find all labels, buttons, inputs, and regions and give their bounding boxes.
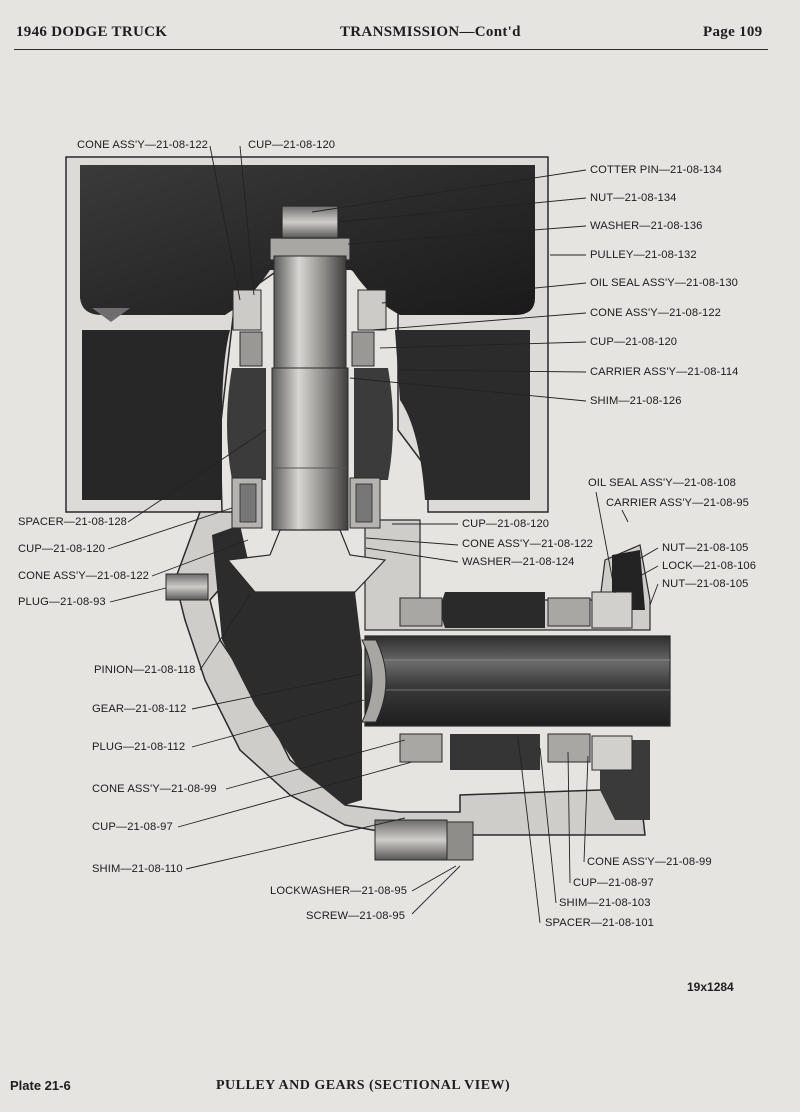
label-shim-110: SHIM—21-08-110	[92, 863, 183, 875]
label-plug-112: PLUG—21-08-112	[92, 741, 186, 753]
label-cup-97-left: CUP—21-08-97	[92, 821, 173, 833]
plug-and-screw	[165, 573, 474, 861]
header-title: 1946 DODGE TRUCK	[16, 24, 168, 40]
label-oil-seal-130: OIL SEAL ASS'Y—21-08-130	[590, 277, 738, 289]
pinion-shaft	[226, 205, 387, 593]
label-cup-97-right: CUP—21-08-97	[573, 877, 654, 889]
upper-bearings	[227, 289, 393, 529]
label-cone-assy-122-top: CONE ASS'Y—21-08-122	[77, 139, 208, 151]
header-section: TRANSMISSION—Cont'd	[340, 24, 521, 40]
label-cone-assy-99-right: CONE ASS'Y—21-08-99	[587, 856, 712, 868]
label-shim-126: SHIM—21-08-126	[590, 395, 682, 407]
label-cup-120-mid: CUP—21-08-120	[462, 518, 550, 530]
label-washer-124: WASHER—21-08-124	[462, 556, 575, 568]
label-cup-120-left: CUP—21-08-120	[18, 543, 106, 555]
header-page-number: Page 109	[703, 24, 763, 40]
label-lock-106: LOCK—21-08-106	[662, 560, 757, 572]
label-washer-136: WASHER—21-08-136	[590, 220, 703, 232]
label-cotter-pin-134: COTTER PIN—21-08-134	[590, 164, 722, 176]
label-shim-103: SHIM—21-08-103	[559, 897, 651, 909]
label-screw-95: SCREW—21-08-95	[306, 910, 406, 922]
label-pulley-132: PULLEY—21-08-132	[590, 249, 697, 261]
label-oil-seal-108: OIL SEAL ASS'Y—21-08-108	[588, 477, 736, 489]
figure-code: 19x1284	[687, 980, 734, 994]
label-cone-assy-122-mid: CONE ASS'Y—21-08-122	[462, 538, 593, 550]
label-lockwasher-95: LOCKWASHER—21-08-95	[270, 885, 408, 897]
label-spacer-101: SPACER—21-08-101	[545, 917, 654, 929]
cross-shaft	[361, 635, 671, 727]
label-nut-105-a: NUT—21-08-105	[662, 542, 749, 554]
leader-lines	[107, 145, 659, 924]
label-nut-134: NUT—21-08-134	[590, 192, 677, 204]
label-cone-assy-99-left: CONE ASS'Y—21-08-99	[92, 783, 217, 795]
label-cone-assy-122-left: CONE ASS'Y—21-08-122	[18, 570, 149, 582]
label-plug-93: PLUG—21-08-93	[18, 596, 106, 608]
label-cone-assy-122-right: CONE ASS'Y—21-08-122	[590, 307, 721, 319]
figure-caption: PULLEY AND GEARS (SECTIONAL VIEW)	[216, 1078, 511, 1093]
pulley-casting	[65, 156, 549, 513]
label-carrier-assy-114: CARRIER ASS'Y—21-08-114	[590, 366, 739, 378]
label-spacer-128: SPACER—21-08-128	[18, 516, 127, 528]
label-cup-120-right: CUP—21-08-120	[590, 336, 678, 348]
label-carrier-assy-95: CARRIER ASS'Y—21-08-95	[606, 497, 749, 509]
header-rule	[14, 49, 768, 50]
plate-number: Plate 21-6	[10, 1078, 71, 1093]
differential-bearings	[399, 591, 633, 771]
label-nut-105-b: NUT—21-08-105	[662, 578, 749, 590]
label-gear-112: GEAR—21-08-112	[92, 703, 187, 715]
label-cup-120-top: CUP—21-08-120	[248, 139, 336, 151]
label-pinion-118: PINION—21-08-118	[94, 664, 196, 676]
